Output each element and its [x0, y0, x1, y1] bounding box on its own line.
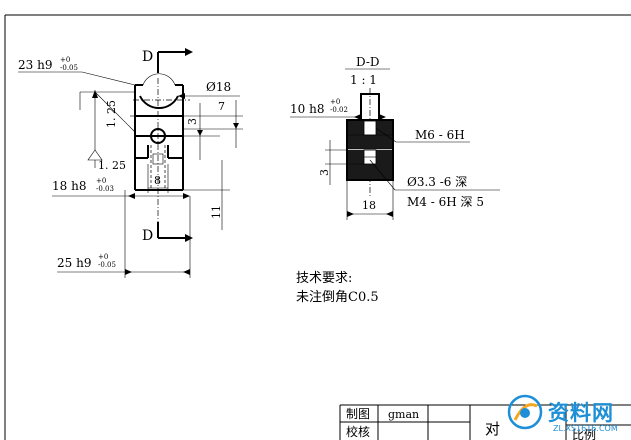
dim-7-label: 7	[218, 100, 225, 113]
title-row2-label: 校核	[346, 424, 370, 439]
watermark-name: 资料网	[548, 401, 614, 425]
dim-18-section-label: 18	[362, 199, 376, 212]
section-view: D-D 1 : 1 10 h8 +0 -0.02 M6 - 6H	[290, 55, 500, 220]
dim-3-front: 3	[183, 103, 220, 160]
title-row1-label: 制图	[346, 407, 370, 421]
dim-10h8-tol-lower: -0.02	[330, 106, 348, 114]
title-part-name: 对	[485, 420, 500, 438]
dim-23h9-label: 23 h9	[18, 58, 52, 72]
dim-11-label: 11	[210, 205, 223, 219]
dim-10h8-label: 10 h8	[290, 102, 324, 116]
callout-m4-label: M4 - 6H 深 5	[407, 195, 484, 209]
section-arrow-top: D	[142, 48, 193, 73]
callout-hole-label: Ø3.3 -6 深	[407, 175, 467, 189]
dim-18h8-tol-lower: -0.03	[96, 185, 114, 193]
callout-m6: M6 - 6H	[375, 127, 470, 143]
dim-18h8: 18 h8 +0 -0.03	[52, 177, 190, 199]
notes-line-1: 未注倒角C0.5	[296, 290, 379, 305]
dim-1-25: 1. 25 1. 25	[87, 90, 136, 172]
watermark-url: ZL.XS1616.COM	[553, 424, 618, 433]
callout-m6-label: M6 - 6H	[415, 128, 465, 142]
dim-8: 8	[147, 164, 169, 193]
dim-1-25-vert-label: 1. 25	[105, 100, 118, 128]
dim-18-section: 18	[346, 180, 394, 220]
dim-3-section: 3	[318, 140, 364, 185]
notes-heading: 技术要求:	[296, 271, 352, 286]
dim-23h9-tol-lower: -0.05	[60, 64, 78, 72]
dim-1-25-horz-label: 1. 25	[98, 159, 126, 172]
dim-23h9: 23 h9 +0 -0.05	[18, 56, 136, 110]
section-label-bottom: D	[142, 228, 153, 244]
section-arrow-bottom: D	[142, 222, 193, 244]
dim-25h9-tol-lower: -0.05	[98, 261, 116, 269]
dim-phi18-label: Ø18	[206, 80, 231, 94]
callout-hole: Ø3.3 -6 深 M4 - 6H 深 5	[369, 159, 500, 209]
dim-18h8-tol-upper: +0	[96, 177, 106, 185]
front-body-outline	[130, 73, 184, 191]
dim-7: 7	[183, 100, 243, 148]
dim-11: 11	[183, 160, 230, 230]
section-scale: 1 : 1	[350, 73, 377, 87]
title-scale-label: 比例	[572, 428, 596, 440]
dim-10h8: 10 h8 +0 -0.02	[290, 98, 386, 120]
section-title: D-D	[356, 55, 380, 69]
section-label-top: D	[142, 49, 153, 65]
watermark-logo-icon	[507, 394, 543, 430]
front-view: D D	[18, 48, 243, 278]
dim-3-section-label: 3	[318, 169, 331, 176]
dim-3-front-label: 3	[186, 118, 199, 125]
dim-25h9: 25 h9 +0 -0.05	[57, 190, 191, 278]
dim-10h8-tol-upper: +0	[330, 98, 340, 106]
title-row1-value: gman	[388, 408, 419, 421]
dim-25h9-label: 25 h9	[57, 256, 91, 270]
dim-23h9-tol-upper: +0	[60, 56, 70, 64]
dim-18h8-label: 18 h8	[52, 179, 86, 193]
dim-8-label: 8	[154, 174, 161, 187]
dim-25h9-tol-upper: +0	[98, 253, 108, 261]
title-block: 制图 gman 校核 对 比例	[339, 404, 631, 440]
dim-phi18: Ø18	[178, 80, 240, 99]
